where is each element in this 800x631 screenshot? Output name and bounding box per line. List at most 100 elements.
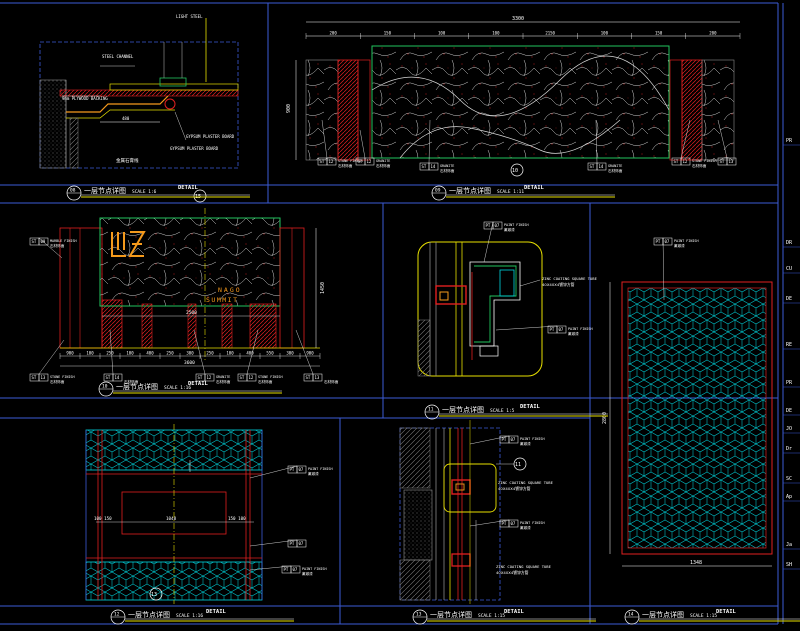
p11-tag-1-label: PAINT FINISH bbox=[568, 327, 593, 331]
panel-name-10: 一层节点详图 bbox=[116, 382, 158, 391]
p09-dim-2: 100 bbox=[438, 31, 446, 36]
edge-label-9: SC bbox=[786, 476, 792, 482]
p11-tag-0-label: PAINT FINISH bbox=[504, 223, 529, 227]
p09-tag-2-label: GRANITE bbox=[440, 164, 454, 168]
p10-dim-3: 100 bbox=[126, 351, 134, 356]
p14-tag-cn: 氟碳漆 bbox=[674, 243, 685, 248]
panel-title-08: DETAIL bbox=[178, 185, 199, 191]
p10-tag-3-label: GRANITE bbox=[216, 375, 230, 379]
p13-tag-1-label: PAINT FINISH bbox=[520, 521, 545, 525]
p09-tag-0-code: ST bbox=[320, 159, 325, 164]
p09-tag-2-num: 14 bbox=[431, 164, 436, 169]
p14-tag-num: 07 bbox=[665, 239, 670, 244]
panel-scale-10: SCALE 1:16 bbox=[164, 385, 191, 391]
panel-scale-09: SCALE 1:11 bbox=[497, 189, 524, 195]
edge-label-10: Ap bbox=[786, 494, 792, 500]
p09-tag-1-cn: 石材饰面 bbox=[376, 163, 391, 168]
p10-dim-4: 400 bbox=[146, 351, 154, 356]
logo-line1: NAGO bbox=[218, 286, 242, 294]
panel-num-11: 11 bbox=[428, 407, 434, 413]
p10-tag-2-num: 14 bbox=[115, 375, 120, 380]
p14-width-dim: 1348 bbox=[690, 560, 702, 566]
p10-tag-3-code: ST bbox=[198, 375, 203, 380]
p10-dim-6: 300 bbox=[186, 351, 194, 356]
p12-tag-0-cn: 氟碳漆 bbox=[308, 471, 319, 476]
p10-dim-11: 300 bbox=[286, 351, 294, 356]
edge-label-6: DE bbox=[786, 408, 792, 414]
panel-name-09: 一层节点详图 bbox=[449, 186, 491, 195]
p09-tag-5-num: 13 bbox=[729, 159, 734, 164]
p09-dim-0: 200 bbox=[330, 31, 338, 36]
p09-tag-4-code: ST bbox=[674, 159, 679, 164]
edge-label-12: SH bbox=[786, 562, 792, 568]
p10-dim-0: 900 bbox=[66, 351, 74, 356]
panel-title-10: DETAIL bbox=[188, 381, 209, 387]
p08-light-steel: LIGHT STEEL bbox=[176, 14, 203, 19]
p10-tag-0-cn: 石材饰面 bbox=[50, 243, 65, 248]
p09-tag-1-num: 12 bbox=[367, 159, 372, 164]
p09-tag-0-cn: 石材饰面 bbox=[338, 163, 353, 168]
p12-tag-0-label: PAINT FINISH bbox=[308, 467, 333, 471]
p10-dim-10: 550 bbox=[266, 351, 274, 356]
p10-tag-3-num: 12 bbox=[207, 375, 212, 380]
p12-tag-0-code: PT bbox=[290, 467, 295, 472]
edge-label-1: DR bbox=[786, 240, 793, 246]
p10-tag-4-code: ST bbox=[240, 375, 245, 380]
p09-tag-4-num: 12 bbox=[683, 159, 688, 164]
panel-scale-08: SCALE 1:6 bbox=[132, 189, 157, 195]
panel-name-13: 一层节点详图 bbox=[430, 610, 472, 619]
p10-tag-1-code: ST bbox=[32, 375, 37, 380]
p12-tag-2-code: PT bbox=[284, 567, 289, 572]
p13-tag-0-label: PAINT FINISH bbox=[520, 437, 545, 441]
p11-tube: ZINC COATING SQUARE TUBE bbox=[542, 276, 598, 281]
p10-tag-3-cn: 石材饰面 bbox=[216, 379, 231, 384]
edge-label-3: DE bbox=[786, 296, 792, 302]
p08-tag: 金属石膏线 bbox=[116, 157, 139, 164]
p13-tube: ZINC COATING SQUARE TUBE bbox=[498, 480, 554, 485]
panel-num-14: 14 bbox=[628, 612, 634, 618]
p09-dim-1: 150 bbox=[384, 31, 392, 36]
p13-tube-b-spec: 40X40X4镀锌方管 bbox=[496, 570, 529, 575]
p12-tag-0-num: 07 bbox=[299, 467, 304, 472]
p09-dim-4: 2150 bbox=[545, 31, 555, 36]
p10-dim-8: 100 bbox=[226, 351, 234, 356]
edge-label-11: Ja bbox=[786, 542, 792, 548]
p08-gypsum: GYPSUM PLASTER BOARD bbox=[186, 134, 235, 139]
p13-tube-b: ZINC COATING SQUARE TUBE bbox=[496, 564, 552, 569]
panel-name-14: 一层节点详图 bbox=[642, 610, 684, 619]
p10-tag-0-code: ST bbox=[32, 239, 37, 244]
p09-dim-6: 150 bbox=[655, 31, 663, 36]
p09-tag-2-cn: 石材饰面 bbox=[440, 168, 455, 173]
p10-tag-2-code: ST bbox=[106, 375, 111, 380]
p10-dim-7: 250 bbox=[206, 351, 214, 356]
edge-label-2: CU bbox=[786, 266, 792, 272]
panel-title-14: DETAIL bbox=[716, 609, 737, 615]
p10-tag-0-label: MARBLE FINISH bbox=[50, 239, 77, 243]
p09-tag-2-code: ST bbox=[422, 164, 427, 169]
p13-tag-1-cn: 氟碳漆 bbox=[520, 525, 531, 530]
p12-tag-1-code: PT bbox=[290, 541, 295, 546]
panel-title-11: DETAIL bbox=[520, 404, 541, 410]
panel-num-12: 12 bbox=[114, 612, 120, 618]
p11-tag-0-code: PT bbox=[486, 223, 491, 228]
panel-num-08: 08 bbox=[70, 188, 76, 194]
p09-tag-0-label: STONE FINISH bbox=[338, 159, 363, 163]
